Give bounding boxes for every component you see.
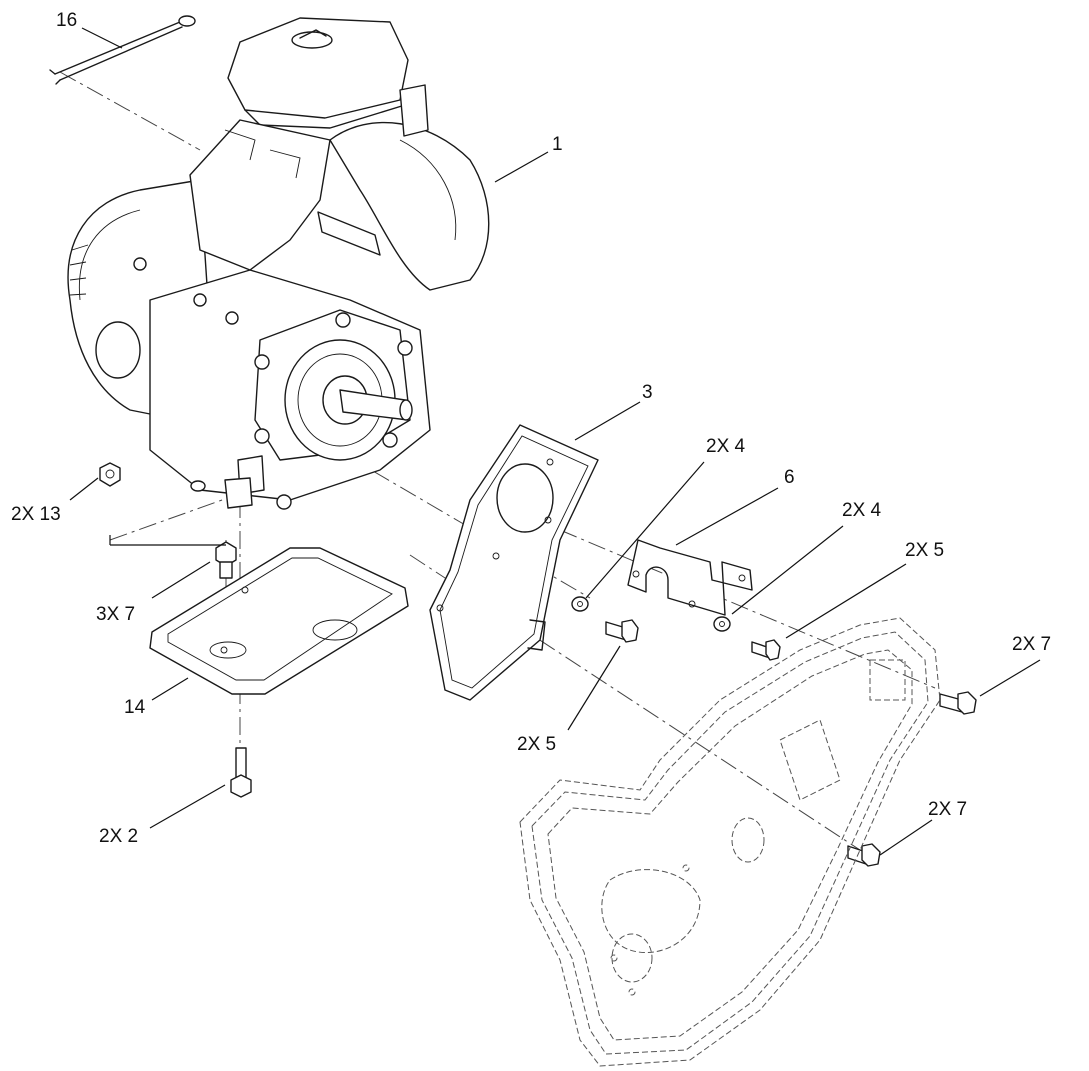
callout-2x5-right: 2X 5 [905, 540, 944, 561]
callout-2x2: 2X 2 [99, 826, 138, 847]
callout-3x7: 3X 7 [96, 604, 135, 625]
phantom-auger-housing [519, 617, 941, 1067]
part-7-bolt-right [939, 691, 977, 715]
callout-2x5-lower: 2X 5 [517, 734, 556, 755]
callout-14: 14 [124, 697, 146, 718]
part-14-base-plate [149, 547, 409, 695]
callout-2x4-upper: 2X 4 [706, 436, 746, 457]
part-5-bolt-a [605, 619, 639, 643]
callout-2x13: 2X 13 [11, 504, 61, 525]
callout-labels: 16 1 3 2X 4 6 2X 4 2X 5 2X 13 3X 7 2X 7 … [11, 10, 1051, 847]
callout-2x7-right: 2X 7 [1012, 634, 1051, 655]
part-4-washer-b [713, 616, 731, 632]
part-16-retaining-pin [49, 15, 196, 85]
part-4-washer-a [571, 596, 589, 612]
callout-3: 3 [642, 382, 653, 403]
part-7-bolt-lower [847, 843, 881, 867]
callout-2x7-lower: 2X 7 [928, 799, 967, 820]
part-7-bolt-top [215, 541, 237, 579]
callout-2x4-right: 2X 4 [842, 500, 882, 521]
part-3-mount-bracket [429, 424, 599, 701]
callout-1: 1 [552, 134, 563, 155]
part-13-nut [99, 462, 121, 487]
part-1-engine [67, 17, 490, 510]
leader-lines [69, 27, 1041, 856]
callout-6: 6 [784, 467, 795, 488]
part-6-bracket [627, 539, 753, 616]
callout-16: 16 [56, 10, 77, 31]
part-2-bolt [230, 747, 252, 798]
part-5-bolt-b [751, 639, 781, 661]
